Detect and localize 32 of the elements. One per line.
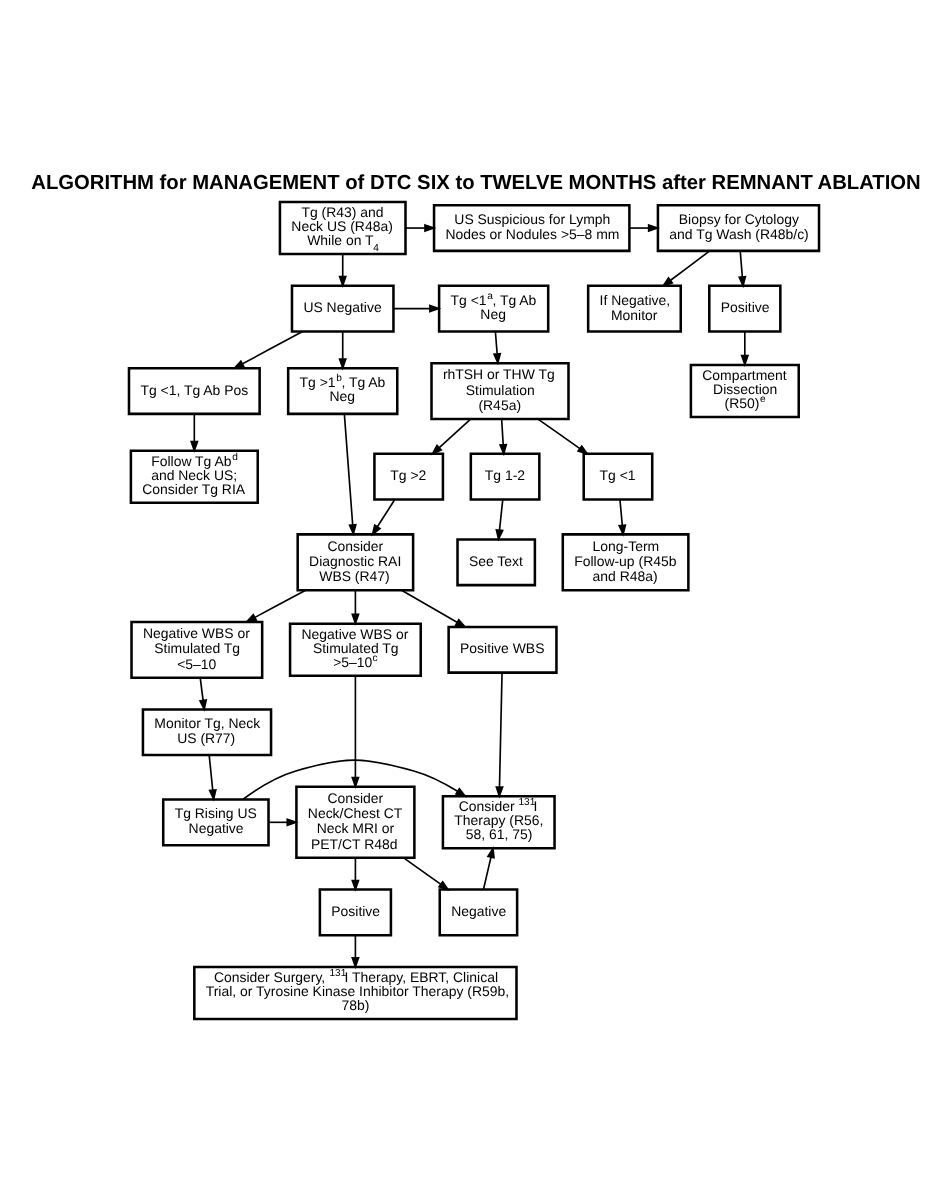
arrow bbox=[402, 857, 451, 891]
arrow bbox=[492, 330, 502, 366]
arrow bbox=[393, 304, 442, 313]
arrow bbox=[482, 846, 495, 891]
arrow bbox=[371, 498, 396, 537]
diagram-title: ALGORITHM for MANAGEMENT of DTC SIX to TWELVE MONTHS after REMNANT ABLATION bbox=[31, 173, 921, 196]
arrow bbox=[661, 250, 711, 288]
arrow bbox=[244, 589, 307, 623]
arrow bbox=[351, 934, 360, 970]
arrow bbox=[740, 330, 750, 368]
arrow bbox=[190, 413, 199, 453]
arrow bbox=[338, 330, 347, 371]
arrow bbox=[537, 418, 590, 456]
arrow bbox=[618, 498, 627, 537]
arrow bbox=[628, 223, 661, 233]
arrow bbox=[267, 818, 299, 827]
arrow bbox=[400, 589, 468, 629]
arrow bbox=[351, 589, 360, 626]
arrow bbox=[351, 675, 360, 789]
arrow bbox=[198, 677, 208, 712]
arrow bbox=[738, 250, 747, 289]
arrow bbox=[495, 672, 504, 799]
arrow bbox=[495, 498, 504, 542]
arrow bbox=[430, 418, 472, 456]
arrow bbox=[343, 413, 357, 537]
arrow bbox=[351, 857, 360, 892]
arrow bbox=[242, 759, 468, 801]
arrow bbox=[338, 253, 347, 288]
arrow bbox=[405, 223, 437, 233]
arrow bbox=[498, 418, 508, 457]
arrow bbox=[208, 754, 217, 802]
arrow bbox=[232, 330, 304, 370]
